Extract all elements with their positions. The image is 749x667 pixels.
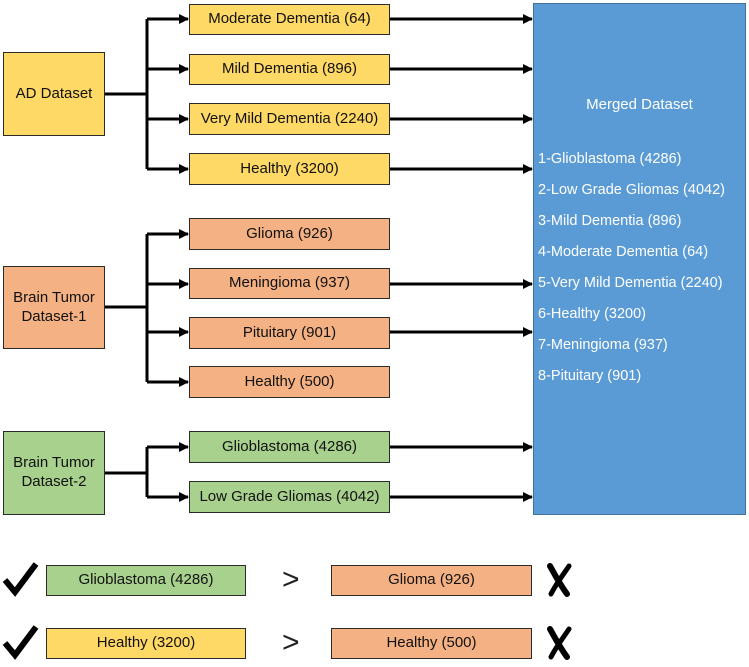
merged-item: 2-Low Grade Gliomas (4042) xyxy=(538,182,725,198)
merged-item: 7-Meningioma (937) xyxy=(538,337,668,353)
comparison-left-glioblastoma: Glioblastoma (4286) xyxy=(46,565,246,596)
comparison-left-healthy-ad: Healthy (3200) xyxy=(46,628,246,659)
class-healthy-bt1: Healthy (500) xyxy=(189,366,390,398)
check-mark-icon xyxy=(2,562,39,597)
class-very-mild-dementia: Very Mild Dementia (2240) xyxy=(189,103,390,135)
class-low-grade-gliomas: Low Grade Gliomas (4042) xyxy=(189,481,390,513)
x-mark-icon xyxy=(547,626,572,660)
merged-item: 5-Very Mild Dementia (2240) xyxy=(538,275,723,291)
x-mark-icon xyxy=(547,563,572,597)
merged-dataset-list: 1-Glioblastoma (4286) 2-Low Grade Glioma… xyxy=(538,144,725,392)
class-moderate-dementia: Moderate Dementia (64) xyxy=(189,4,390,35)
brain-tumor-dataset-1-box: Brain Tumor Dataset-1 xyxy=(3,266,105,349)
class-glioma: Glioma (926) xyxy=(189,218,390,250)
ad-dataset-box: AD Dataset xyxy=(3,52,105,136)
comparison-right-glioma: Glioma (926) xyxy=(331,565,532,596)
class-mild-dementia: Mild Dementia (896) xyxy=(189,54,390,85)
comparison-right-healthy-bt1: Healthy (500) xyxy=(331,628,532,659)
greater-than-symbol: > xyxy=(282,563,300,596)
merged-dataset-title: Merged Dataset xyxy=(586,96,693,113)
class-pituitary: Pituitary (901) xyxy=(189,317,390,349)
class-meningioma: Meningioma (937) xyxy=(189,268,390,299)
greater-than-symbol: > xyxy=(282,626,300,659)
check-mark-icon xyxy=(2,625,39,660)
merged-item: 4-Moderate Dementia (64) xyxy=(538,244,709,260)
merged-item: 3-Mild Dementia (896) xyxy=(538,213,682,229)
class-healthy-ad: Healthy (3200) xyxy=(189,153,390,185)
merged-item: 1-Glioblastoma (4286) xyxy=(538,151,682,167)
brain-tumor-dataset-2-box: Brain Tumor Dataset-2 xyxy=(3,431,105,515)
merged-item: 8-Pituitary (901) xyxy=(538,368,642,384)
merged-item: 6-Healthy (3200) xyxy=(538,306,646,322)
class-glioblastoma: Glioblastoma (4286) xyxy=(189,431,390,463)
merged-dataset-box: Merged Dataset 1-Glioblastoma (4286) 2-L… xyxy=(533,3,746,515)
